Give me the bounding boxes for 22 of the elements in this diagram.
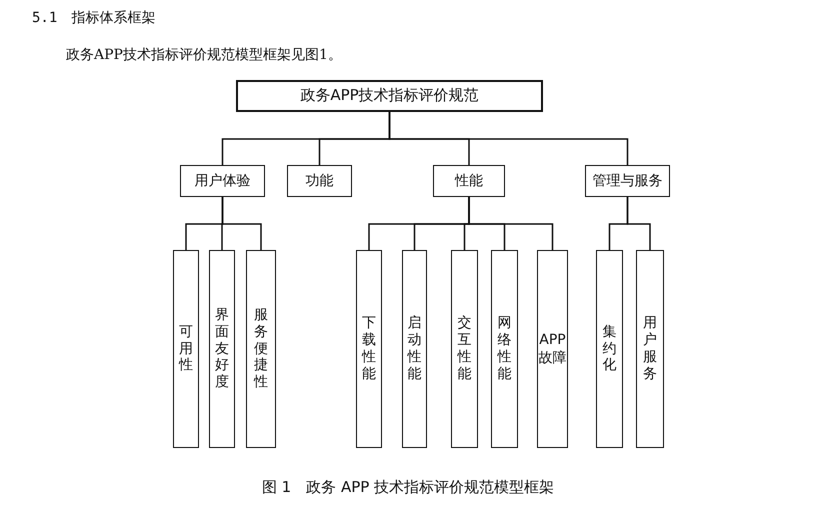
- indicator-box: 集约化: [596, 250, 623, 448]
- figure-caption: 图 1 政务 APP 技术指标评价规范模型框架: [260, 478, 556, 497]
- category-box: 管理与服务: [585, 165, 670, 197]
- connector-line: [468, 197, 554, 250]
- indicator-box: 网络性能: [491, 250, 518, 448]
- category-box: 功能: [287, 165, 352, 197]
- indicator-box: 界面友好度: [209, 250, 235, 448]
- root-box: 政务APP技术指标评价规范: [236, 80, 543, 112]
- indicator-box: 启动性能: [402, 250, 427, 448]
- section-heading: 5.1 指标体系框架: [32, 9, 156, 27]
- intro-sentence: 政务APP技术指标评价规范模型框架见图1。: [66, 46, 342, 64]
- connector-line: [626, 197, 651, 250]
- indicator-box: APP故障: [537, 250, 568, 448]
- indicator-box: 服务便捷性: [246, 250, 276, 448]
- connector-line: [388, 112, 628, 165]
- category-box: 用户体验: [180, 165, 265, 197]
- indicator-box: 用户服务: [636, 250, 664, 448]
- indicator-box: 交互性能: [451, 250, 478, 448]
- category-box: 性能: [433, 165, 505, 197]
- indicator-box: 可用性: [173, 250, 199, 448]
- connector-line: [222, 197, 262, 250]
- indicator-box: 下载性能: [356, 250, 382, 448]
